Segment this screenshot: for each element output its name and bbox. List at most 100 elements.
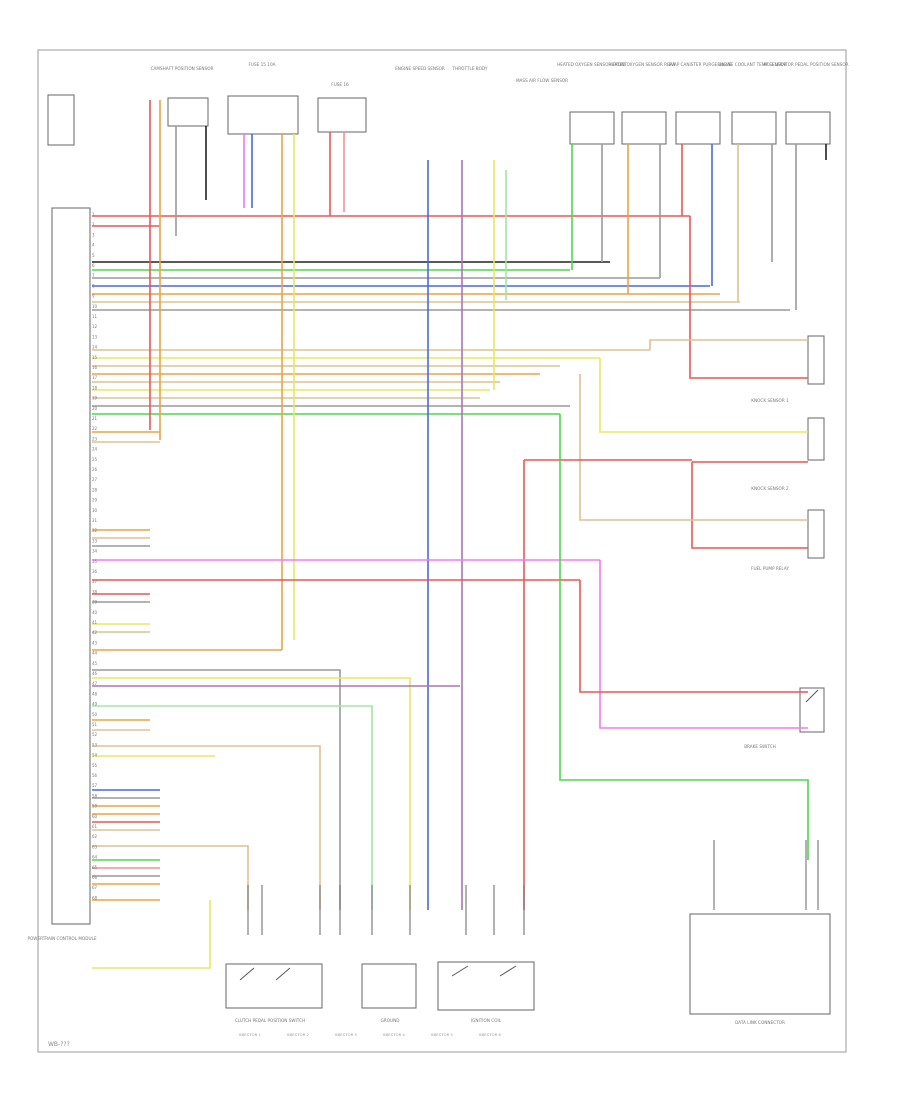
left-module-box [51, 207, 91, 925]
pin-label: 46 [92, 671, 98, 676]
pin-label: 9 [92, 294, 95, 299]
injector-label: INJECTOR 4 [383, 1032, 405, 1037]
caption-engine_speed: ENGINE SPEED SENSOR [395, 66, 445, 71]
pin-label: 53 [92, 742, 98, 747]
pin-label: 3 [92, 232, 95, 237]
caption-fuel_pump: FUEL PUMP RELAY [751, 566, 789, 571]
wire-red-switch [579, 580, 808, 693]
pin-label: 58 [92, 793, 98, 798]
caption-knock1: KNOCK SENSOR 1 [751, 398, 789, 403]
caption-fuse_1: FUSE 15 10A [249, 62, 276, 67]
switch-symbol [499, 965, 517, 977]
wire-magenta-2 [599, 560, 808, 729]
pin-label: 35 [92, 559, 98, 564]
caption-coil: IGNITION COIL [471, 1018, 502, 1023]
pin-label: 19 [92, 396, 98, 401]
wire-group [92, 100, 827, 981]
pin-label: 33 [92, 538, 98, 543]
pin-label: 68 [92, 895, 98, 900]
pin-label: 14 [92, 345, 98, 350]
pin-label: 51 [92, 722, 98, 727]
pin-label: 37 [92, 579, 98, 584]
pin-label: 6 [92, 263, 95, 268]
injector-label: INJECTOR 5 [431, 1032, 453, 1037]
pin-label: 59 [92, 804, 98, 809]
pin-label: 31 [92, 518, 98, 523]
wire-yellow-inj [92, 677, 411, 910]
pin-label: 43 [92, 640, 98, 645]
pin-label: 32 [92, 528, 98, 533]
footer-code: WB-??? [48, 1041, 70, 1048]
pin-label: 16 [92, 365, 98, 370]
wire-bottom-yellow [92, 900, 211, 969]
pin-label: 1 [92, 212, 95, 217]
pin-label: 12 [92, 324, 98, 329]
injector-label: INJECTOR 1 [239, 1032, 261, 1037]
wire-green-coil [559, 414, 809, 860]
pin-label: 55 [92, 763, 98, 768]
pin-label: 56 [92, 773, 98, 778]
pin-label: 54 [92, 753, 98, 758]
connector-top-left [47, 94, 75, 146]
bottom-components [225, 913, 831, 1015]
pin-label: 47 [92, 681, 98, 686]
pin-label: 21 [92, 416, 98, 421]
caption-knock2: KNOCK SENSOR 2 [751, 486, 789, 491]
pin-label: 42 [92, 630, 98, 635]
wire-oxy-front-2 [649, 339, 808, 350]
pin-label: 64 [92, 855, 98, 860]
wire-oxy-rear [599, 358, 808, 433]
right-sensors [799, 335, 825, 733]
caption-clutch_switch: CLUTCH PEDAL POSITION SWITCH [235, 1018, 305, 1023]
pin-label: 49 [92, 702, 98, 707]
pin-label: 28 [92, 487, 98, 492]
pin-label: 25 [92, 457, 98, 462]
caption-mass_air: MASS AIR FLOW SENSOR [516, 78, 568, 83]
switch-symbol [451, 965, 469, 977]
pin-label: 8 [92, 283, 95, 288]
pin-label: 66 [92, 875, 98, 880]
caption-oxy_fr: HEATED OXYGEN SENSOR FRONT [557, 62, 627, 67]
wire-lg-inj [92, 705, 373, 910]
pin-labels: 1234567891011121314151617181920212223242… [92, 212, 98, 900]
caption-fuse_2: FUSE 16 [331, 82, 349, 87]
pin-label: 5 [92, 253, 95, 258]
pin-label: 61 [92, 824, 98, 829]
pin-label: 20 [92, 406, 98, 411]
wire-bottom-left [160, 845, 249, 910]
pin-label: 4 [92, 243, 95, 248]
pin-label: 11 [92, 314, 98, 319]
pin-label: 63 [92, 844, 98, 849]
wire-sensor-3 [691, 462, 808, 549]
pin-label: 22 [92, 426, 98, 431]
pin-label: 60 [92, 814, 98, 819]
pin-label: 48 [92, 691, 98, 696]
pin-label: 40 [92, 610, 98, 615]
caption-coolant: ENGINE COOLANT TEMP SENSOR [717, 62, 786, 67]
pin-label: 26 [92, 467, 98, 472]
pin-label: 15 [92, 355, 98, 360]
pin-label: 44 [92, 651, 98, 656]
injector-label: INJECTOR 3 [335, 1032, 357, 1037]
caption-left_module: POWERTRAIN CONTROL MODULE [27, 936, 96, 941]
pin-label: 62 [92, 834, 98, 839]
pin-label: 2 [92, 222, 95, 227]
caption-throttle_body: THROTTLE BODY [452, 66, 488, 71]
wire-gray-inj [92, 669, 341, 910]
pin-label: 27 [92, 477, 98, 482]
caption-data_link: DATA LINK CONNECTOR [735, 1020, 785, 1025]
diagram-frame [37, 49, 847, 1053]
pin-label: 7 [92, 273, 95, 278]
pin-label: 10 [92, 304, 98, 309]
caption-oxy_rr: HEATED OXYGEN SENSOR REAR [609, 62, 676, 67]
top-components [167, 95, 831, 145]
pin-label: 34 [92, 549, 98, 554]
caption-evap: EVAP CANISTER PURGE VALVE [669, 62, 732, 67]
caption-brake_switch: BRAKE SWITCH [744, 744, 776, 749]
pin-label: 13 [92, 334, 98, 339]
pin-label: 50 [92, 712, 98, 717]
pin-label: 57 [92, 783, 98, 788]
